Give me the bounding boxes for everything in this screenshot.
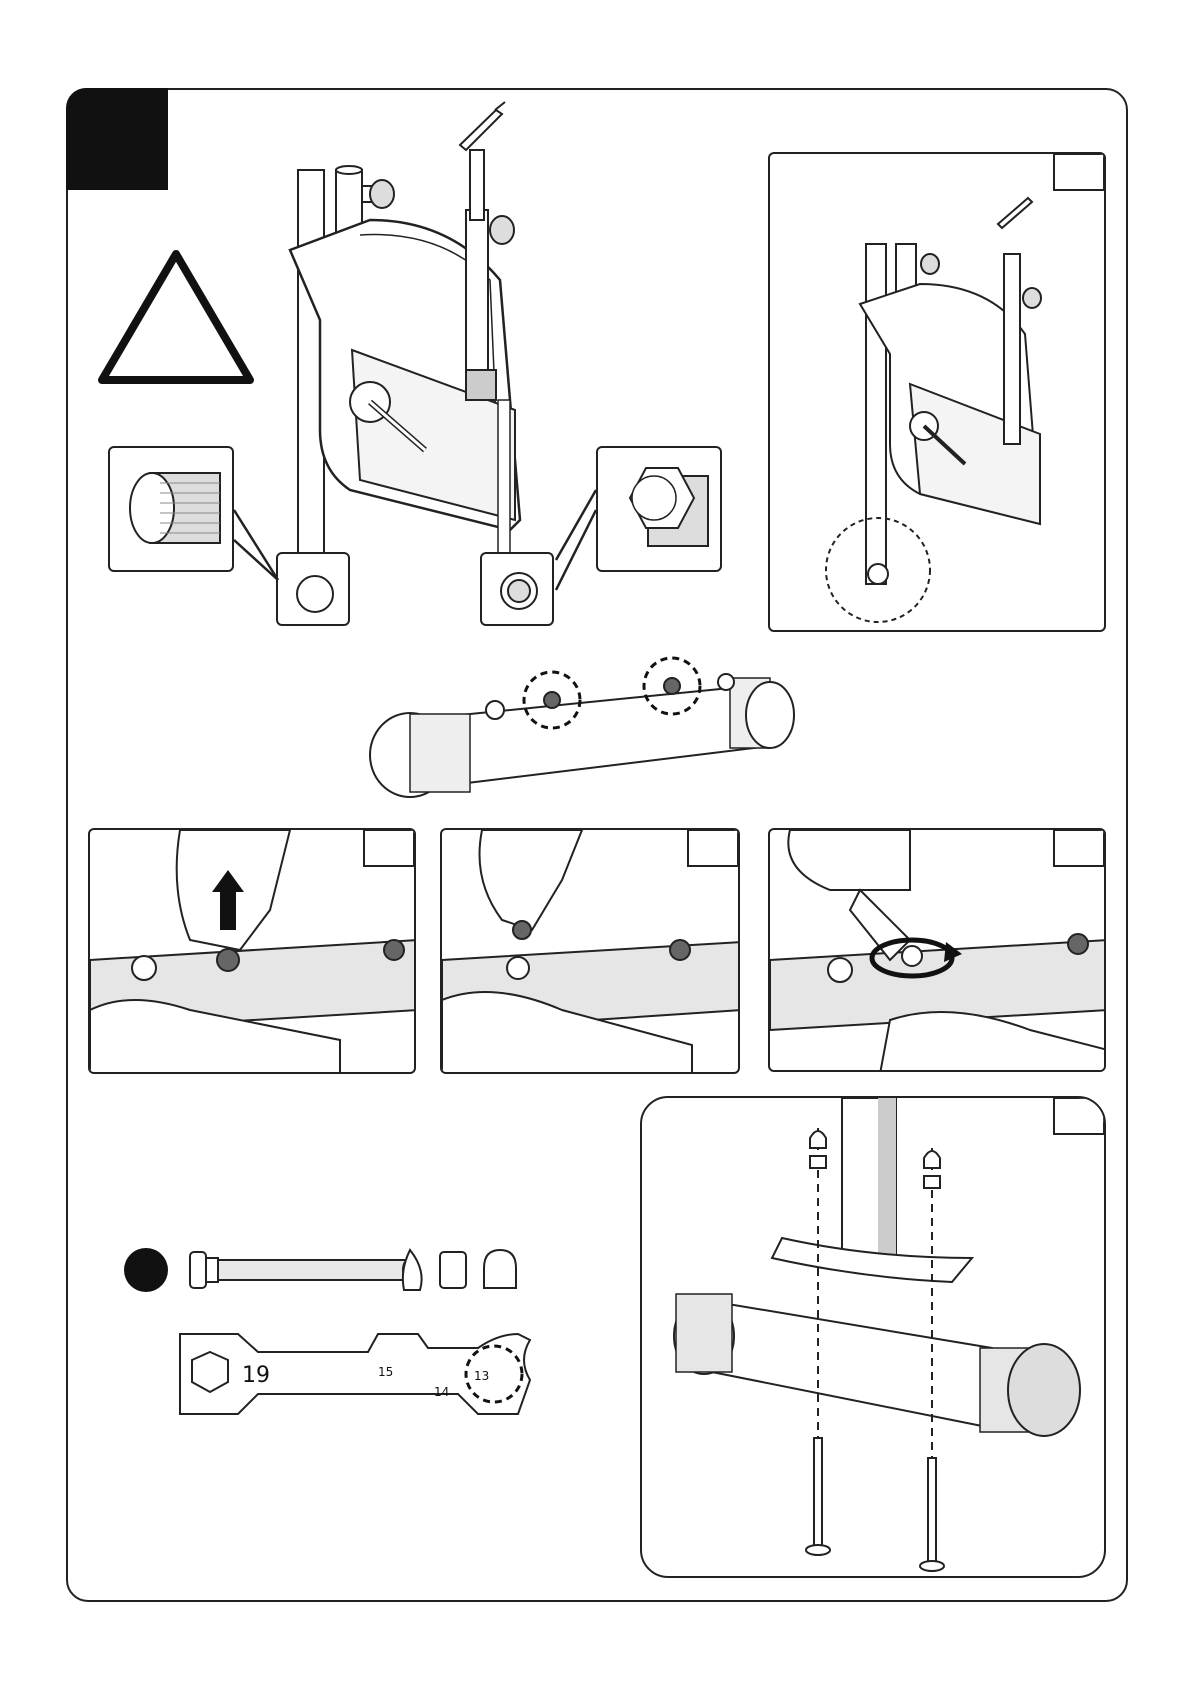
stabilizer-tube-illustration xyxy=(360,660,820,800)
callout-zoom-right xyxy=(480,552,554,626)
wrench-size-14: 14 xyxy=(434,1385,449,1399)
hardware-parts-row xyxy=(120,1244,540,1324)
panel-a-assembled-view xyxy=(768,152,1106,632)
wrench-size-15: 15 xyxy=(378,1365,393,1379)
panel-b-remove-cap xyxy=(88,828,416,1074)
callout-detail-right xyxy=(596,446,722,572)
panel-a-label-box xyxy=(1053,153,1105,191)
panel-c-remove-nut xyxy=(440,828,740,1074)
combination-wrench: 19 15 14 13 xyxy=(178,1330,538,1420)
panel-e-assembly-exploded xyxy=(640,1096,1106,1578)
wrench-size-13: 13 xyxy=(474,1369,489,1383)
panel-d-loosen-with-wrench xyxy=(768,828,1106,1072)
wrench-size-19: 19 xyxy=(242,1363,270,1388)
